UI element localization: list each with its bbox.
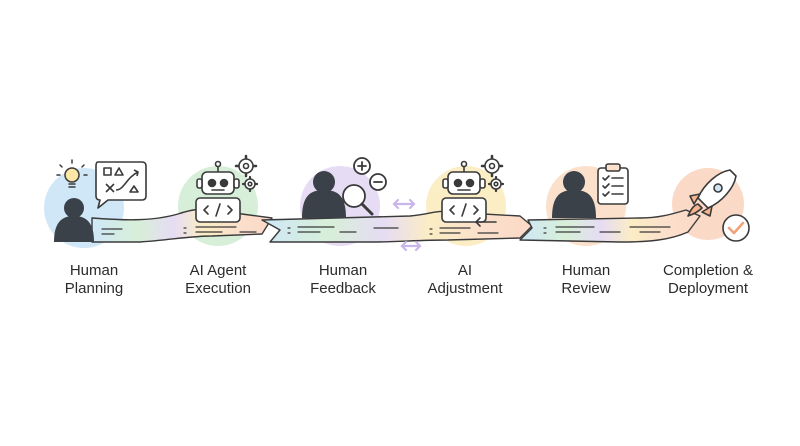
robot-code-gears-icon [441,154,505,227]
rocket-checkmark-icon [687,169,750,242]
human-magnifier-plus-minus-icon [302,157,387,218]
stage-label-completion-deployment: Completion & Deployment [662,262,754,297]
stage-label-human-review: Human Review [561,262,611,297]
human-clipboard-checklist-icon [552,163,629,218]
stage-label-human-feedback: Human Feedback [310,262,376,297]
stage-label-ai-agent-execution: AI Agent Execution [185,262,251,297]
human-lightbulb-chat-icon [54,159,147,242]
feedback-arrow-bottom [400,240,422,252]
feedback-arrow-top [392,198,416,210]
stage-label-human-planning: Human Planning [64,262,124,297]
robot-code-gears-icon [195,154,259,223]
ribbon-code-lines [101,226,671,235]
stage-label-ai-adjustment: AI Adjustment [427,262,503,297]
